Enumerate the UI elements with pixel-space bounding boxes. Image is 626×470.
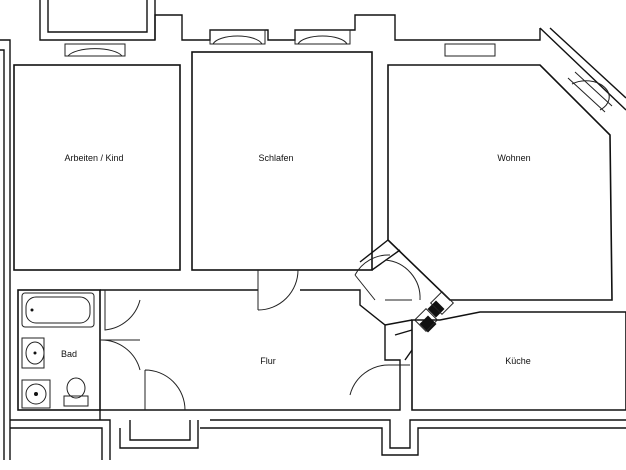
room-label-wohnen: Wohnen — [497, 153, 530, 163]
sink-icon — [21, 337, 45, 369]
windows — [64, 29, 613, 113]
interior-walls — [13, 51, 626, 420]
washing-machine-icon — [21, 379, 51, 409]
toilet-icon — [63, 377, 89, 407]
room-label-schlafen: Schlafen — [258, 153, 293, 163]
chimney-symbols — [413, 290, 455, 333]
room-label-arbeiten: Arbeiten / Kind — [64, 153, 123, 163]
room-label-bad: Bad — [61, 349, 77, 359]
room-label-kueche: Küche — [505, 356, 531, 366]
bathtub-icon — [21, 292, 95, 328]
doors — [99, 254, 421, 411]
outer-walls — [0, 0, 626, 460]
room-label-flur: Flur — [260, 356, 276, 366]
